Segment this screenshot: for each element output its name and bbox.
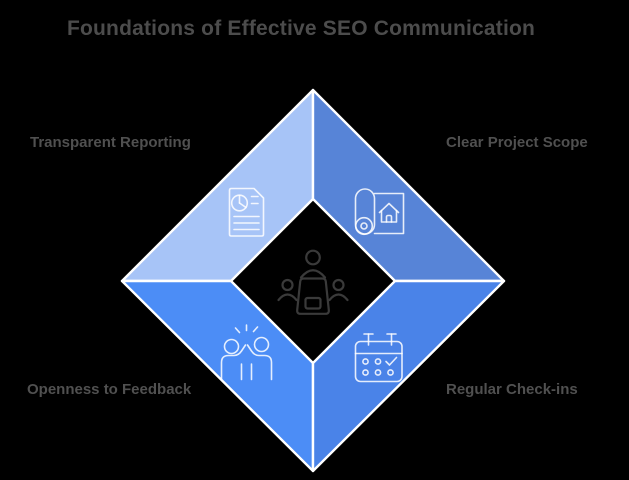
meeting-table-icon	[277, 249, 349, 315]
quadrant-top-left-shape	[120, 88, 315, 283]
label-openness-to-feedback: Openness to Feedback	[27, 381, 192, 398]
high-five-icon	[220, 324, 273, 381]
quadrant-bottom-left-shape	[120, 279, 315, 473]
calendar-icon	[354, 333, 403, 383]
report-document-icon	[228, 187, 265, 237]
quadrant-bottom-right-shape	[311, 279, 506, 473]
quadrant-top-right-shape	[311, 88, 506, 283]
label-clear-project-scope: Clear Project Scope	[446, 134, 588, 151]
label-regular-check-ins: Regular Check-ins	[446, 381, 578, 398]
blueprint-house-icon	[354, 188, 405, 236]
label-transparent-reporting: Transparent Reporting	[30, 134, 191, 151]
page-title: Foundations of Effective SEO Communicati…	[66, 17, 536, 40]
